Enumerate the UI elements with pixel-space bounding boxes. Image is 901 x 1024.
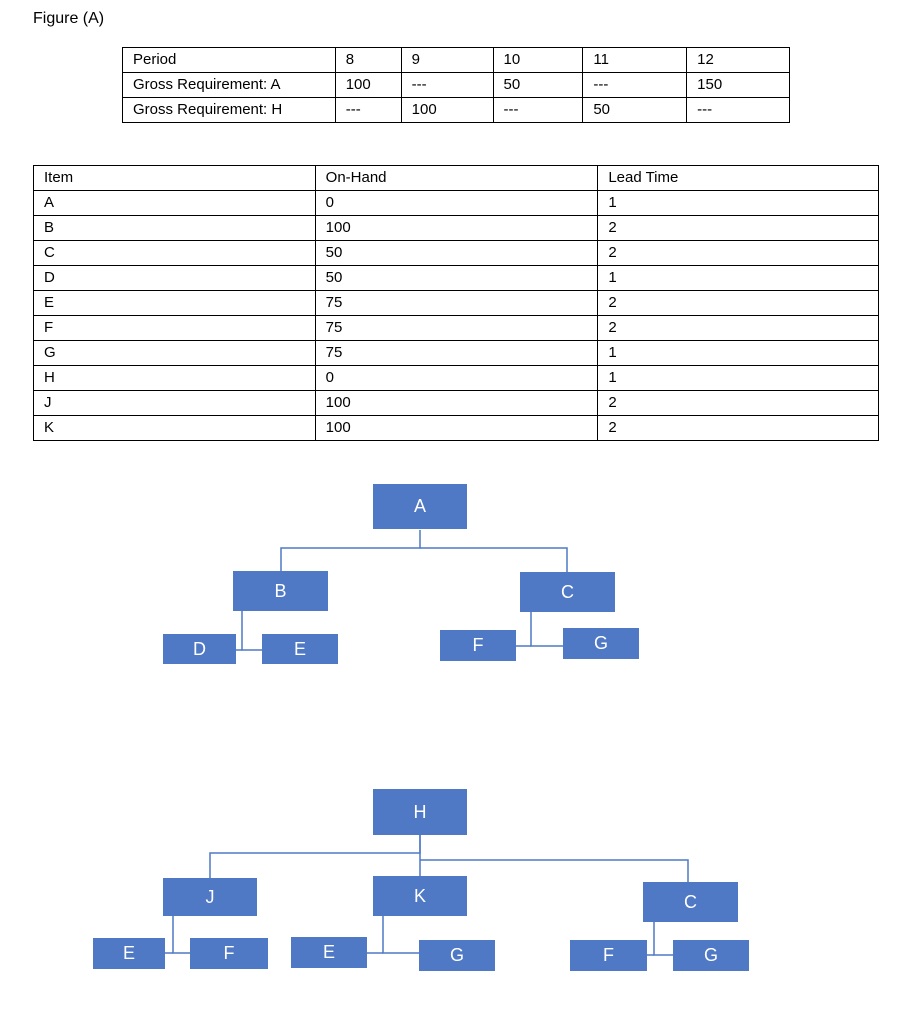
table-cell: Gross Requirement: A — [122, 72, 336, 98]
table-cell: G — [33, 340, 316, 366]
tree-a-node-f: F — [440, 630, 516, 661]
column-header-item: Item — [33, 165, 316, 191]
tree-h-j-node-f: F — [190, 938, 268, 969]
table-cell: 11 — [582, 47, 688, 73]
tree-a-node-e: E — [262, 634, 338, 664]
tree-a-node-d: D — [163, 634, 236, 664]
tree-h-k-node-e: E — [291, 937, 367, 968]
tree-a-root-node: A — [373, 484, 467, 529]
table-cell: 150 — [686, 72, 790, 98]
tree-a-node-c: C — [520, 572, 615, 612]
tree-h-node-c: C — [643, 882, 738, 922]
table-cell: K — [33, 415, 316, 441]
table-cell: H — [33, 365, 316, 391]
table-cell: 2 — [597, 390, 879, 416]
figure-caption: Figure (A) — [33, 10, 105, 27]
table-cell: --- — [492, 97, 584, 123]
table-cell: 1 — [597, 190, 879, 216]
table-cell: 2 — [597, 290, 879, 316]
tree-h-c-node-g: G — [673, 940, 749, 971]
table-cell: 10 — [492, 47, 584, 73]
table-cell: 0 — [314, 365, 599, 391]
table-cell: 100 — [334, 72, 402, 98]
table-cell: Period — [122, 47, 336, 73]
tree-a-node-g: G — [563, 628, 639, 659]
table-cell: 1 — [597, 265, 879, 291]
gross-requirements-table: Period 8 9 10 11 12 Gross Requirement: A… — [122, 47, 790, 123]
tree-h-root-node: H — [373, 789, 467, 835]
tree-a-node-b: B — [233, 571, 328, 611]
table-cell: --- — [686, 97, 790, 123]
table-cell: F — [33, 315, 316, 341]
table-row: Gross Requirement: H --- 100 --- 50 --- — [122, 97, 790, 123]
table-header-row: Item On-Hand Lead Time — [33, 165, 879, 191]
table-cell: 12 — [686, 47, 790, 73]
table-cell: --- — [334, 97, 402, 123]
table-cell: 100 — [314, 415, 599, 441]
table-cell: 50 — [582, 97, 688, 123]
table-cell: 100 — [400, 97, 494, 123]
table-row: Period 8 9 10 11 12 — [122, 47, 790, 73]
tree-h-c-node-f: F — [570, 940, 647, 971]
table-cell: 100 — [314, 215, 599, 241]
tree-h-node-j: J — [163, 878, 257, 916]
table-cell: 2 — [597, 415, 879, 441]
table-cell: 75 — [314, 340, 599, 366]
table-cell: 2 — [597, 315, 879, 341]
table-cell: Gross Requirement: H — [122, 97, 336, 123]
table-cell: 1 — [597, 365, 879, 391]
column-header-lead-time: Lead Time — [597, 165, 879, 191]
tree-h-j-node-e: E — [93, 938, 165, 969]
tree-h-node-k: K — [373, 876, 467, 916]
column-header-on-hand: On-Hand — [314, 165, 599, 191]
table-cell: 2 — [597, 240, 879, 266]
table-cell: 0 — [314, 190, 599, 216]
table-cell: C — [33, 240, 316, 266]
table-cell: B — [33, 215, 316, 241]
table-row: Gross Requirement: A 100 --- 50 --- 150 — [122, 72, 790, 98]
tree-h-k-node-g: G — [419, 940, 495, 971]
